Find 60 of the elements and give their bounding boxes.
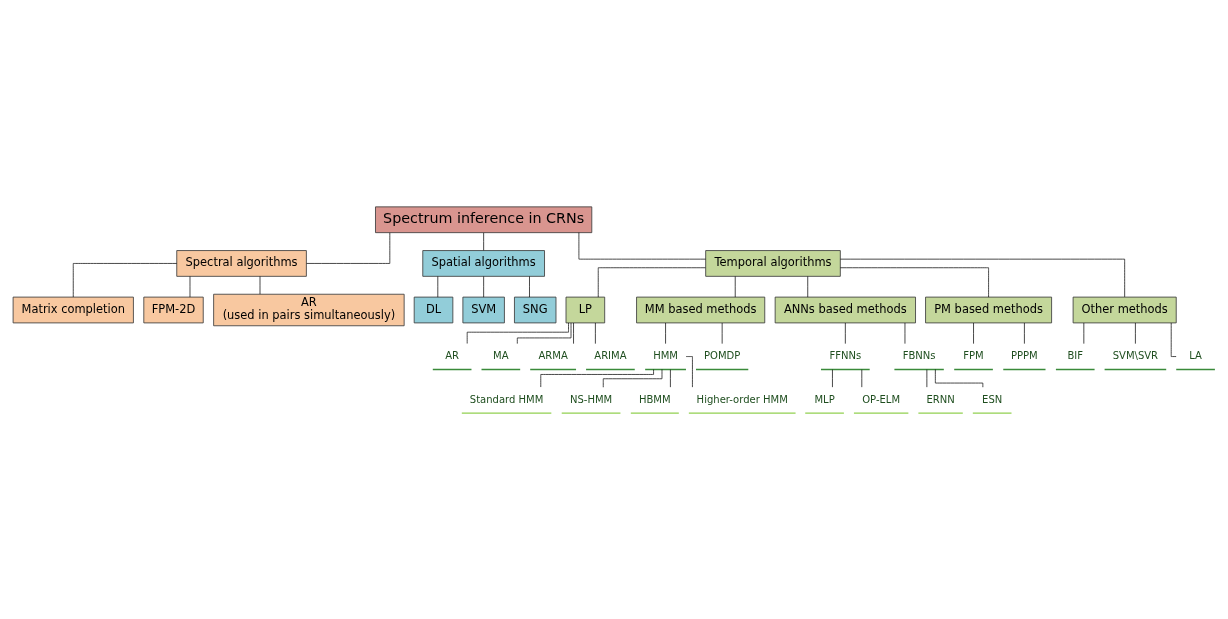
node-box: Other methods [1072,296,1177,323]
connector [483,232,484,251]
node-text: Standard HMM [469,393,544,405]
node-text: HBMM [638,393,671,405]
node-text: HMM [653,349,678,361]
node-text: POMDP [703,349,741,361]
connector [670,368,671,387]
node-box: Spectral algorithms [176,249,307,277]
node-text: ERNN [926,393,955,405]
node-box: Matrix completion [12,296,134,323]
node-text: MA [493,349,509,361]
node-text: ARIMA [594,349,627,361]
connector [437,275,439,297]
connector [483,275,484,297]
node-box: FPM-2D [143,296,204,323]
node-box: AR (used in pairs simultaneously) [213,293,405,326]
node-text: BIF [1067,349,1084,361]
connector [1024,322,1025,344]
connector [1135,322,1136,344]
node-text: LA [1189,349,1202,361]
connector [597,266,706,297]
connector [573,322,574,344]
node-box: PM based methods [925,296,1053,323]
node-box: SVM [462,296,505,323]
node-box: Spectrum inference in CRNs [375,205,593,233]
node-text: SVM\SVR [1112,349,1159,361]
node-text: ARMA [538,349,568,361]
connector [839,266,989,297]
node-text: FFNNs [829,349,862,361]
node-text: NS-HMM [569,393,613,405]
node-text: PPPM [1011,349,1038,361]
node-text: ESN [982,393,1003,405]
node-text: OP-ELM [862,393,901,405]
connector [807,275,809,297]
node-text: FBNNs [902,349,936,361]
connector [973,322,974,344]
connector [306,232,391,264]
connector [516,322,572,344]
connector [845,322,846,344]
connector [685,355,693,387]
node-box: SNG [514,296,557,323]
connector [832,368,833,387]
connector [72,262,178,297]
connector [595,322,596,344]
connector [540,368,654,387]
node-text: MLP [814,393,835,405]
connector [529,275,530,297]
node-text: FPM [963,349,984,361]
connector [578,231,706,259]
node-text: AR [445,349,460,361]
node-box: ANNs based methods [774,296,916,323]
node-box: Temporal algorithms [705,249,841,277]
node-box: Spatial algorithms [422,249,545,277]
connector [665,322,666,344]
connector [840,258,1125,297]
connector [734,275,736,297]
node-box: DL [413,296,454,323]
node-text: Higher-order HMM [696,393,788,405]
node-box: LP [565,296,606,323]
node-box: MM based methods [636,296,766,323]
